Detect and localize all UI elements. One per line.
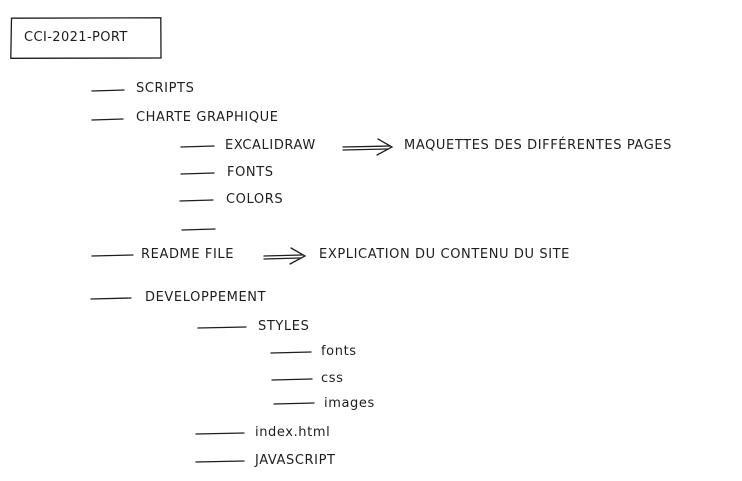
node-excalidraw-note: MAQUETTES DES DIFFÉRENTES PAGES	[404, 138, 673, 153]
node-readme-file: README FILE	[141, 247, 235, 262]
node-developpement: DEVELOPPEMENT	[145, 290, 267, 305]
arrow-readme	[263, 247, 307, 265]
node-charte-graphique: CHARTE GRAPHIQUE	[136, 110, 279, 125]
connector-fonts-lower	[270, 351, 312, 354]
node-fonts-lower: fonts	[321, 344, 357, 359]
root-node-box	[10, 17, 162, 59]
connector-excalidraw	[180, 145, 215, 148]
connector-styles	[197, 326, 247, 329]
node-scripts: SCRIPTS	[136, 81, 195, 96]
node-excalidraw: EXCALIDRAW	[225, 138, 316, 153]
root-node-label: CCI-2021-PORT	[24, 30, 128, 45]
node-readme-note: EXPLICATION DU CONTENU DU SITE	[319, 247, 570, 262]
connector-developpement	[90, 297, 132, 300]
connector-colors	[179, 199, 214, 202]
connector-images	[273, 402, 315, 405]
connector-readme	[91, 254, 134, 257]
connector-charte	[91, 118, 124, 121]
node-fonts-upper: FONTS	[227, 165, 274, 180]
node-styles: STYLES	[258, 319, 310, 334]
connector-scripts	[91, 89, 125, 92]
arrow-excalidraw	[342, 138, 394, 156]
connector-fonts-upper	[180, 172, 215, 175]
node-javascript: JAVASCRIPT	[255, 453, 336, 468]
connector-index	[195, 432, 245, 435]
connector-empty	[181, 228, 216, 231]
node-images: images	[324, 396, 375, 411]
connector-css	[271, 378, 313, 381]
node-index-html: index.html	[255, 425, 331, 440]
connector-javascript	[195, 460, 245, 463]
node-colors: COLORS	[226, 192, 284, 207]
node-css: css	[321, 371, 344, 386]
